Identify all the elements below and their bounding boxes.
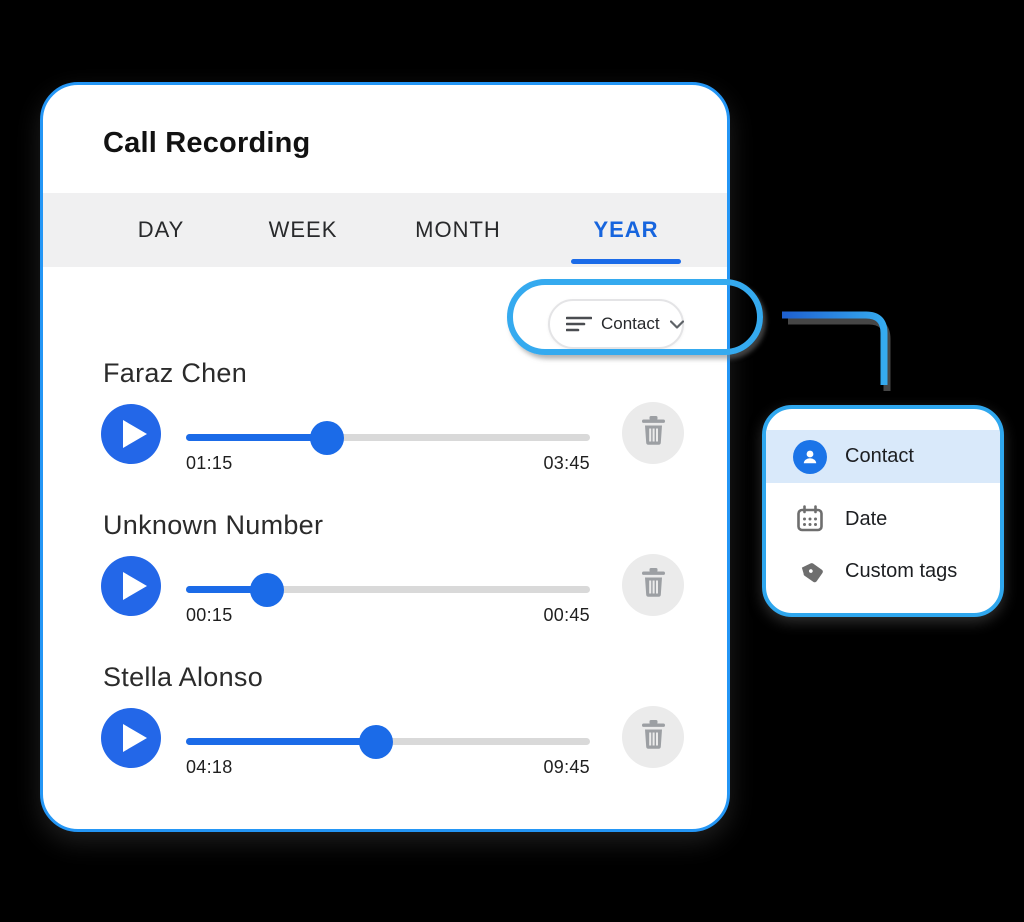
delete-button[interactable] [622, 554, 684, 616]
play-button[interactable] [101, 556, 161, 616]
slider-track [186, 586, 590, 593]
tab-week[interactable]: WEEK [268, 217, 338, 242]
tab-month[interactable]: MONTH [415, 217, 501, 242]
time-labels: 04:18 09:45 [186, 757, 590, 778]
page-title: Call Recording [103, 127, 311, 159]
call-recording-card: Call Recording DAY WEEK MONTH YEAR Conta… [40, 82, 730, 832]
menu-item-label: Contact [845, 445, 914, 467]
current-time: 01:15 [186, 453, 233, 473]
slider-thumb[interactable] [310, 421, 345, 455]
slider-fill [186, 434, 328, 441]
filter-button[interactable]: Contact [548, 299, 684, 349]
progress-slider[interactable] [186, 421, 590, 455]
delete-button[interactable] [622, 402, 684, 464]
trash-icon [640, 720, 667, 754]
recording-item: Unknown Number 00:15 00:45 [43, 510, 727, 660]
trash-icon [640, 568, 667, 602]
delete-button[interactable] [622, 706, 684, 768]
current-time: 04:18 [186, 757, 233, 777]
menu-item-label: Custom tags [845, 559, 958, 582]
connector-line [782, 311, 891, 391]
menu-item-label: Date [845, 507, 888, 530]
play-icon [122, 420, 147, 448]
time-labels: 01:15 03:45 [186, 453, 590, 474]
slider-fill [186, 586, 267, 593]
menu-item-contact[interactable]: Contact [766, 430, 1000, 483]
caller-name: Stella Alonso [103, 662, 264, 692]
tab-year[interactable]: YEAR [593, 217, 659, 242]
slider-fill [186, 738, 376, 745]
filter-menu: Contact Date Custom tags [762, 405, 1004, 617]
play-button[interactable] [101, 404, 161, 464]
progress-slider[interactable] [186, 573, 590, 607]
calendar-icon [793, 504, 827, 534]
contact-icon [793, 439, 827, 474]
play-button[interactable] [101, 708, 161, 768]
time-labels: 00:15 00:45 [186, 605, 590, 626]
recording-item: Stella Alonso 04:18 09:45 [43, 662, 727, 812]
filter-button-label: Contact [601, 314, 660, 333]
slider-thumb[interactable] [358, 725, 393, 759]
play-icon [122, 572, 147, 600]
slider-thumb[interactable] [249, 573, 284, 607]
caller-name: Faraz Chen [103, 358, 248, 388]
tab-day[interactable]: DAY [137, 217, 185, 242]
total-time: 09:45 [543, 757, 590, 777]
total-time: 03:45 [543, 453, 590, 473]
filter-lines-icon [566, 314, 592, 334]
slider-track [186, 434, 590, 441]
trash-icon [640, 416, 667, 450]
menu-item-custom-tags[interactable]: Custom tags [766, 547, 1000, 595]
play-icon [122, 724, 147, 752]
chevron-down-icon [669, 319, 685, 329]
caller-name: Unknown Number [103, 510, 324, 540]
tag-icon [793, 556, 827, 586]
current-time: 00:15 [186, 605, 233, 625]
total-time: 00:45 [543, 605, 590, 625]
active-tab-underline [571, 259, 681, 264]
recording-item: Faraz Chen 01:15 03:45 [43, 358, 727, 508]
progress-slider[interactable] [186, 725, 590, 759]
menu-item-date[interactable]: Date [766, 495, 1000, 543]
period-tabbar: DAY WEEK MONTH YEAR [43, 193, 727, 267]
